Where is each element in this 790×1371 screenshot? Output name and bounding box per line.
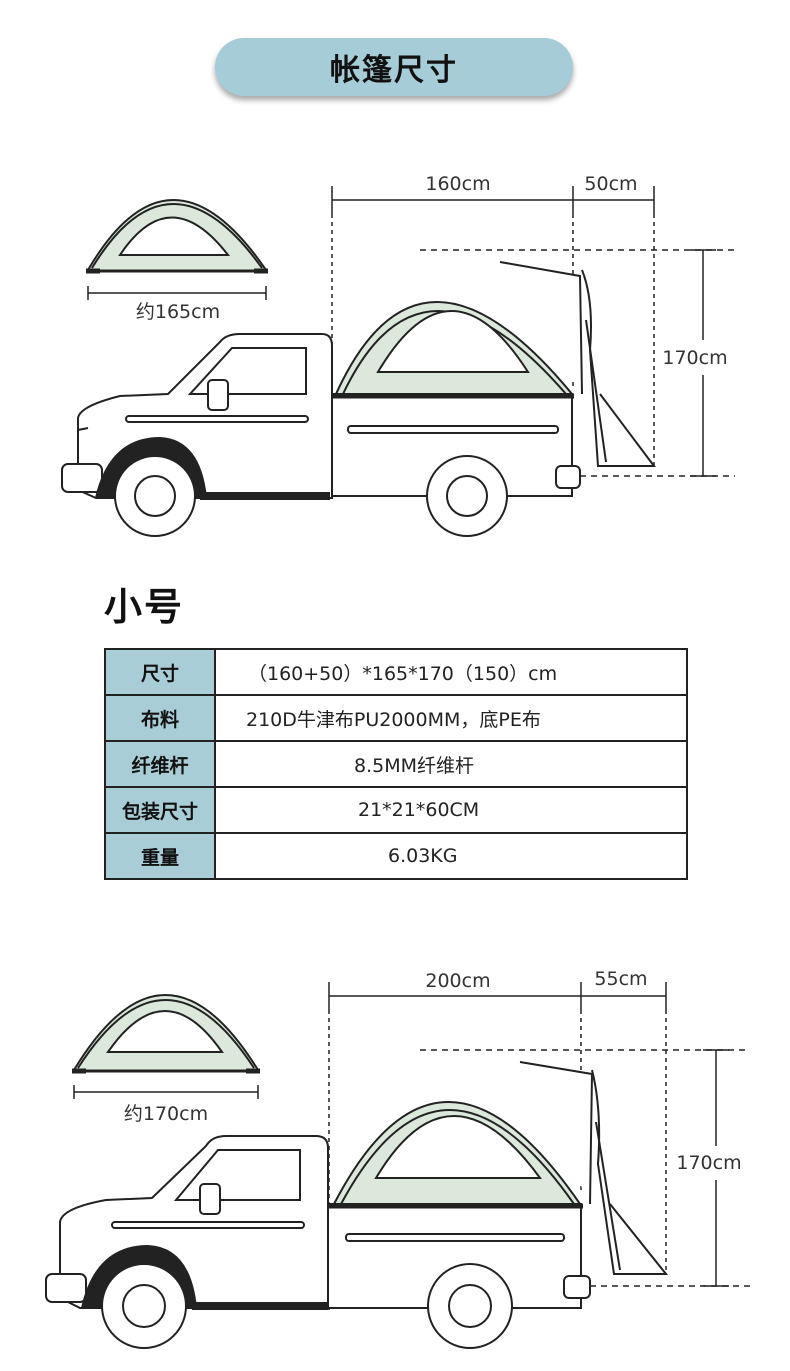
spec-label: 尺寸 — [104, 648, 216, 696]
bed-length-label: 200cm — [425, 970, 490, 992]
standalone-tent-icon — [72, 994, 260, 1074]
page-title: 帐篷尺寸 — [215, 38, 573, 96]
spec-table: 尺寸 （160+50）*165*170（150）cm 布料 210D牛津布PU2… — [104, 648, 688, 880]
extension-length-label: 50cm — [584, 173, 637, 195]
tent-width-label: 约165cm — [136, 301, 220, 323]
table-row: 布料 210D牛津布PU2000MM，底PE布 — [104, 694, 688, 742]
height-dimension-lines — [420, 1049, 750, 1287]
spec-label: 重量 — [104, 832, 216, 880]
table-row: 重量 6.03KG — [104, 832, 688, 880]
small-tent-diagram: 约165cm 160cm 50cm 170cm — [61, 173, 735, 537]
spec-value: 8.5MM纤维杆 — [214, 740, 688, 788]
spec-label: 包装尺寸 — [104, 786, 216, 834]
tent-width-label: 约170cm — [124, 1103, 208, 1125]
tent-width-dimension — [73, 1085, 259, 1099]
extension-length-label: 55cm — [594, 968, 647, 990]
spec-value: （160+50）*165*170（150）cm — [214, 648, 688, 696]
pickup-truck-illustration — [45, 1061, 669, 1349]
spec-label: 纤维杆 — [104, 740, 216, 788]
pickup-truck-illustration — [61, 261, 656, 537]
height-label: 170cm — [676, 1152, 741, 1174]
spec-value: 21*21*60CM — [214, 786, 688, 834]
section-heading: 小号 — [104, 585, 185, 629]
tent-width-dimension — [87, 286, 267, 300]
spec-label: 布料 — [104, 694, 216, 742]
large-tent-diagram: 约170cm 200cm 55cm 170cm — [45, 968, 750, 1349]
spec-value: 210D牛津布PU2000MM，底PE布 — [214, 694, 688, 742]
table-row: 包装尺寸 21*21*60CM — [104, 786, 688, 834]
table-row: 尺寸 （160+50）*165*170（150）cm — [104, 648, 688, 696]
standalone-tent-icon — [86, 199, 268, 274]
table-row: 纤维杆 8.5MM纤维杆 — [104, 740, 688, 788]
bed-length-label: 160cm — [425, 173, 490, 195]
height-dimension-lines — [420, 249, 735, 477]
spec-value: 6.03KG — [214, 832, 688, 880]
height-label: 170cm — [662, 347, 727, 369]
